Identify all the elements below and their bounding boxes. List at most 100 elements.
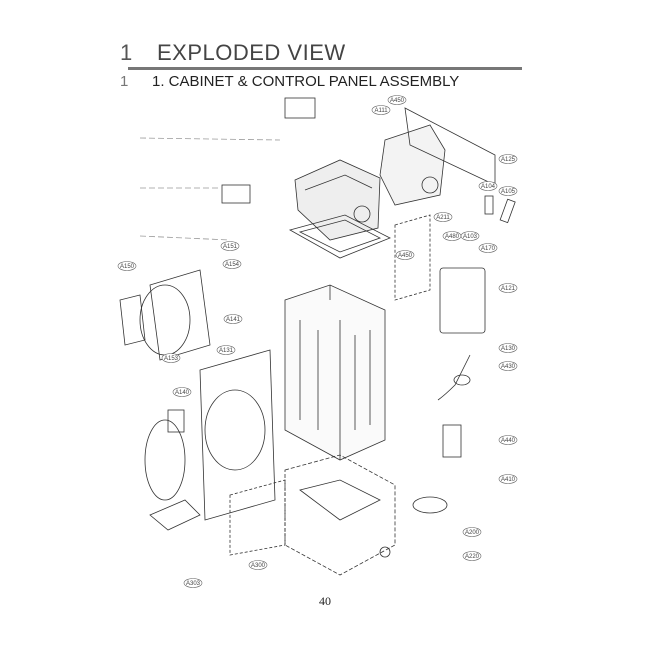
- callout-a153: A153: [161, 353, 181, 363]
- callout-text: A303: [186, 581, 201, 587]
- door-ring: [144, 419, 186, 501]
- power-cord: [437, 354, 471, 401]
- top-part: [284, 97, 316, 119]
- callout-a140: A140: [172, 387, 192, 397]
- callout-bubble: [498, 343, 518, 353]
- door-gasket: [149, 269, 211, 361]
- lower-frame: [229, 479, 286, 556]
- subsection-number: 1: [120, 73, 129, 90]
- callout-bubble: [387, 95, 407, 105]
- callout-a450: A450: [395, 250, 415, 260]
- callout-a104: A104: [478, 181, 498, 191]
- leveling-foot: [379, 546, 391, 558]
- callout-text: A440: [501, 438, 516, 444]
- callout-bubble: [462, 527, 482, 537]
- top-bracket: [221, 184, 251, 204]
- callout-text: A151: [223, 244, 238, 250]
- callout-bubble: [460, 231, 480, 241]
- callout-a303: A303: [183, 578, 203, 588]
- callout-bubble: [220, 241, 240, 251]
- callout-bubble: [117, 261, 137, 271]
- section-number: 1: [120, 40, 133, 65]
- callout-a430: A430: [498, 361, 518, 371]
- callout-text: A140: [175, 390, 190, 396]
- callout-text: A450: [390, 98, 405, 104]
- pcb-box: [394, 214, 431, 301]
- callout-text: A131: [219, 348, 234, 354]
- callout-a154: A154: [222, 259, 242, 269]
- top-cover: [288, 214, 391, 259]
- callout-bubble: [498, 474, 518, 484]
- callout-bubble: [395, 250, 415, 260]
- callout-a300: A300: [248, 560, 268, 570]
- callout-bubble: [478, 181, 498, 191]
- callout-text: A130: [501, 346, 516, 352]
- base-frame: [284, 454, 396, 576]
- callout-a151: A151: [220, 241, 240, 251]
- callout-a131: A131: [216, 345, 236, 355]
- callout-bubble: [498, 361, 518, 371]
- callout-a111: A111: [371, 105, 391, 115]
- callout-bubble: [462, 551, 482, 561]
- callout-a141: A141: [223, 314, 243, 324]
- callout-text: A211: [436, 215, 450, 221]
- knob: [353, 205, 371, 223]
- callout-text: A125: [501, 157, 516, 163]
- callout-bubble: [223, 314, 243, 324]
- callout-text: A105: [501, 189, 516, 195]
- front-panel: [119, 294, 146, 346]
- callout-a170: A170: [478, 243, 498, 253]
- callout-bubble: [498, 186, 518, 196]
- callout-a480: A480: [442, 231, 462, 241]
- callout-text: A150: [120, 264, 135, 270]
- callout-a410: A410: [498, 474, 518, 484]
- pressure-switch: [412, 496, 448, 514]
- callout-text: A153: [164, 356, 179, 362]
- callout-a105: A105: [498, 186, 518, 196]
- callout-bubble: [222, 259, 242, 269]
- callout-bubble: [183, 578, 203, 588]
- rear-cover: [439, 267, 486, 334]
- valve-a104: [484, 195, 494, 215]
- control-panel: [294, 159, 381, 241]
- callout-a150: A150: [117, 261, 137, 271]
- callout-a211: A211: [433, 212, 453, 222]
- callout-text: A220: [465, 554, 480, 560]
- valve-a105: [499, 198, 516, 224]
- page-number: 40: [319, 594, 331, 608]
- callout-bubble: [478, 243, 498, 253]
- hinge: [167, 409, 185, 433]
- callout-a121: A121: [498, 283, 518, 293]
- callout-bubble: [498, 154, 518, 164]
- callout-bubble: [371, 105, 391, 115]
- callout-text: A450: [398, 253, 413, 259]
- callout-text: A103: [463, 234, 478, 240]
- noise-filter: [442, 424, 462, 458]
- bracket: [149, 499, 201, 531]
- callout-bubble: [216, 345, 236, 355]
- callout-text: A430: [501, 364, 516, 370]
- callout-bubble: [433, 212, 453, 222]
- callout-text: A154: [225, 262, 240, 268]
- section-title: EXPLODED VIEW: [157, 40, 346, 65]
- callout-a440: A440: [498, 435, 518, 445]
- callout-text: A480: [445, 234, 460, 240]
- callout-text: A121: [501, 286, 516, 292]
- subsection-title: 1. CABINET & CONTROL PANEL ASSEMBLY: [152, 73, 460, 90]
- callout-text: A200: [465, 530, 480, 536]
- callout-a450: A450: [387, 95, 407, 105]
- callout-text: A170: [481, 246, 496, 252]
- callout-a200: A200: [462, 527, 482, 537]
- callout-bubble: [498, 283, 518, 293]
- callout-bubble: [498, 435, 518, 445]
- callout-a220: A220: [462, 551, 482, 561]
- callout-text: A111: [374, 108, 388, 114]
- callout-text: A300: [251, 563, 266, 569]
- callout-bubble: [248, 560, 268, 570]
- callout-bubble: [161, 353, 181, 363]
- callout-text: A410: [501, 477, 516, 483]
- callout-a103: A103: [460, 231, 480, 241]
- dispenser: [379, 124, 446, 206]
